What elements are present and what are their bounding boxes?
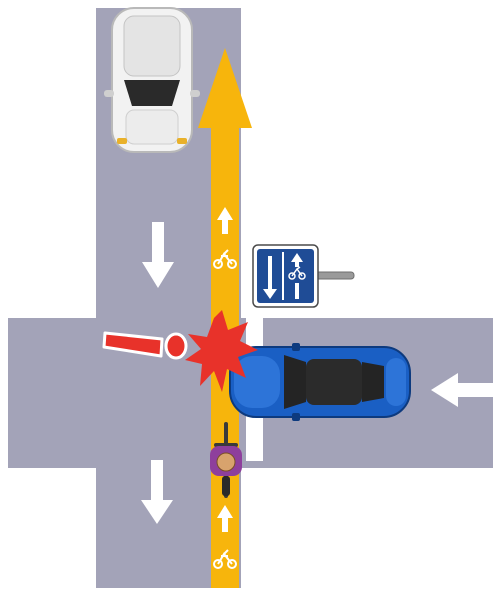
white-car-hood [126,110,178,144]
blue-car [230,343,410,421]
sign-post [316,272,354,279]
sign-lower-strip [295,283,299,299]
blue-car-windshield [284,355,306,409]
white-car-mirror-right [190,90,200,97]
white-car [104,8,200,152]
bike-lane-sign-icon [253,245,354,307]
blue-car-mirror-top [292,343,300,351]
exclamation-dot [166,334,186,358]
white-car-light-right [177,138,187,144]
roads [8,8,493,588]
blue-car-mirror-bottom [292,413,300,421]
white-car-mirror-left [104,90,114,97]
blue-car-rear-window [362,362,384,402]
cyclist-head [217,453,235,471]
white-car-roof [124,16,180,76]
blue-car-roof [306,359,362,405]
blue-car-hood [234,356,280,408]
white-car-light-left [117,138,127,144]
blue-car-trunk [386,358,406,406]
cyclist-rear-wheel [222,476,230,496]
white-car-windshield [124,80,180,106]
